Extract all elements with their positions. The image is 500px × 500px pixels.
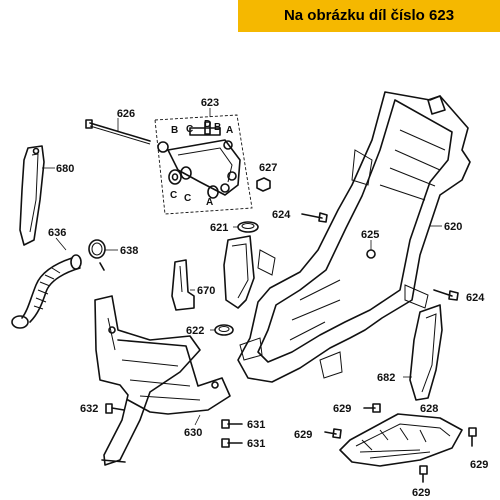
label-670: 670 bbox=[197, 285, 215, 297]
screw-629-b[interactable] bbox=[324, 428, 342, 439]
sublabel-b-top: B bbox=[214, 122, 221, 133]
bracket-670[interactable] bbox=[171, 259, 195, 311]
bolt-632[interactable] bbox=[105, 403, 125, 414]
label-680: 680 bbox=[56, 163, 74, 175]
hose-636[interactable] bbox=[11, 254, 82, 329]
label-636: 636 bbox=[48, 227, 66, 239]
sublabel-c-left: C bbox=[170, 190, 177, 201]
label-638: 638 bbox=[120, 245, 138, 257]
sublabel-b: B bbox=[171, 125, 178, 136]
label-627: 627 bbox=[259, 162, 277, 174]
nut-627[interactable] bbox=[256, 177, 271, 192]
label-629-b: 629 bbox=[294, 429, 312, 441]
clamp-638[interactable] bbox=[88, 239, 106, 271]
label-682: 682 bbox=[377, 372, 395, 384]
cover-680[interactable] bbox=[19, 145, 45, 246]
kit-623-box[interactable] bbox=[154, 108, 253, 215]
main-frame-620[interactable] bbox=[237, 91, 471, 383]
grommet-622[interactable] bbox=[214, 324, 234, 336]
label-630: 630 bbox=[184, 427, 202, 439]
frame-bracket[interactable] bbox=[223, 235, 255, 309]
stand-630[interactable] bbox=[94, 295, 231, 466]
label-624-right: 624 bbox=[466, 292, 485, 304]
label-620: 620 bbox=[444, 221, 462, 233]
highlight-banner: Na obrázku díl číslo 623 bbox=[238, 0, 500, 32]
label-631-lower: 631 bbox=[247, 438, 265, 450]
bolt-631-upper[interactable] bbox=[221, 419, 243, 429]
skid-plate-628[interactable] bbox=[339, 413, 463, 467]
nut-625[interactable] bbox=[366, 240, 376, 259]
sublabel-a-bottom: A bbox=[206, 197, 213, 208]
grommet-621[interactable] bbox=[237, 221, 259, 233]
label-621: 621 bbox=[210, 222, 228, 234]
sublabel-c-top: C bbox=[186, 124, 193, 135]
label-624-upper: 624 bbox=[272, 209, 291, 221]
label-631-upper: 631 bbox=[247, 419, 265, 431]
bolt-626[interactable] bbox=[85, 119, 151, 145]
label-629-c: 629 bbox=[470, 459, 488, 471]
label-626: 626 bbox=[117, 108, 135, 120]
screw-629-d[interactable] bbox=[419, 465, 428, 483]
bolt-624-right[interactable] bbox=[433, 289, 459, 301]
screw-629-a[interactable] bbox=[363, 403, 381, 413]
screw-629-c[interactable] bbox=[468, 427, 477, 447]
label-629-d: 629 bbox=[412, 487, 430, 499]
bolt-631-lower[interactable] bbox=[221, 438, 243, 448]
label-628: 628 bbox=[420, 403, 438, 415]
bolt-624-upper[interactable] bbox=[301, 212, 328, 223]
label-629-a: 629 bbox=[333, 403, 351, 415]
sublabel-d: D bbox=[204, 119, 211, 130]
sublabel-a-top: A bbox=[226, 125, 233, 136]
label-625: 625 bbox=[361, 229, 379, 241]
cover-682[interactable] bbox=[409, 304, 443, 401]
label-632: 632 bbox=[80, 403, 98, 415]
label-623: 623 bbox=[201, 97, 219, 109]
sublabel-c-mid: C bbox=[184, 193, 191, 204]
label-622: 622 bbox=[186, 325, 204, 337]
